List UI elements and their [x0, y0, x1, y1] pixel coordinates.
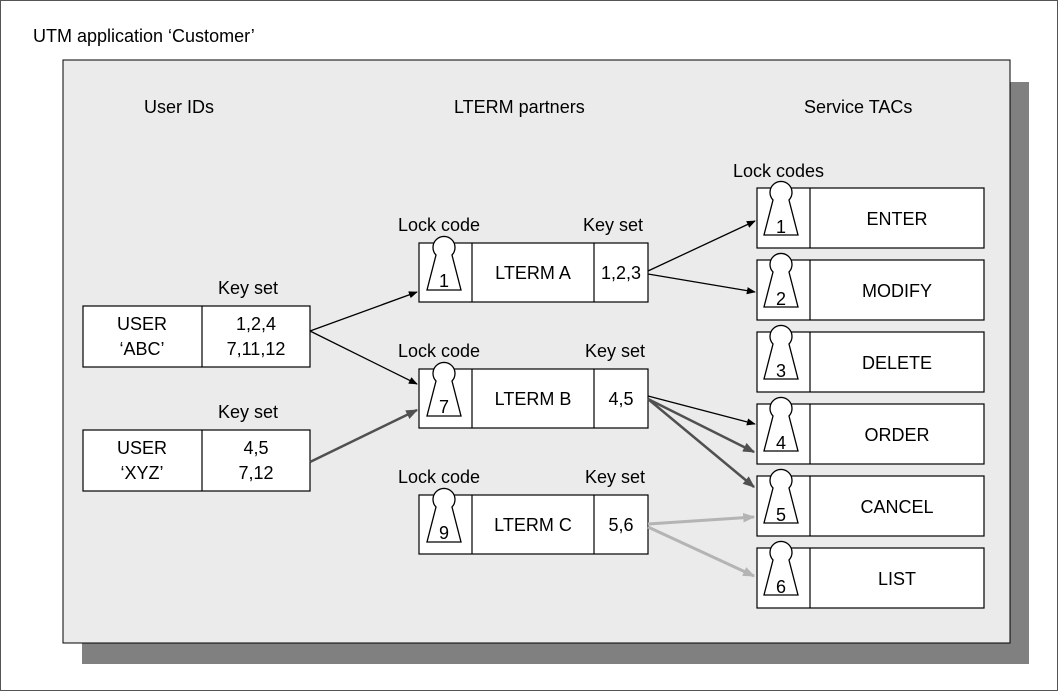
user-abc-name-line1: USER — [117, 314, 167, 334]
user-xyz-box — [82, 429, 311, 492]
tac-cancel-lock: 5 — [776, 505, 786, 525]
tac-delete-box — [756, 331, 985, 393]
user-xyz-keys-line1: 4,5 — [243, 438, 268, 458]
tac-list-name: LIST — [878, 569, 916, 589]
tac-list: 6 LIST — [756, 540, 985, 609]
tac-cancel-name: CANCEL — [860, 497, 933, 517]
tac-modify-box — [756, 259, 985, 321]
lterm-a-lock: 1 — [439, 271, 449, 291]
tac-delete: 3 DELETE — [756, 324, 985, 393]
user-abc-box — [82, 305, 311, 368]
tac-enter-name: ENTER — [866, 209, 927, 229]
lterm-b-lock: 7 — [439, 397, 449, 417]
tac-cancel: 5 CANCEL — [756, 468, 985, 537]
arrow-lterm-b-to-order-xyz — [647, 397, 756, 454]
tac-list-box — [756, 547, 985, 609]
user-xyz-name-line2: ‘XYZ’ — [120, 463, 163, 483]
tac-delete-lock: 3 — [776, 361, 786, 381]
arrow-lterm-c-to-cancel — [647, 512, 756, 526]
tac-enter-box — [756, 187, 985, 249]
tac-order-box — [756, 403, 985, 465]
user-abc-keys-line1: 1,2,4 — [236, 314, 276, 334]
lterm-c-keys: 5,6 — [608, 515, 633, 535]
user-xyz: Key set USER ‘XYZ’ 4,5 7,12 — [82, 402, 311, 492]
lterm-a-name: LTERM A — [495, 263, 571, 283]
tac-delete-name: DELETE — [862, 353, 932, 373]
tac-modify-lock: 2 — [776, 289, 786, 309]
tac-order-name: ORDER — [864, 425, 929, 445]
header-service-tacs: Service TACs — [804, 97, 912, 117]
lterm-a-lock-label: Lock code — [398, 215, 480, 235]
application-title: UTM application ‘Customer’ — [33, 26, 255, 46]
arrow-lterm-b-to-order — [647, 395, 756, 426]
lterm-c-name: LTERM C — [494, 515, 572, 535]
lterm-b-lock-label: Lock code — [398, 341, 480, 361]
user-xyz-name-line1: USER — [117, 438, 167, 458]
lterm-b-keyset-label: Key set — [585, 341, 645, 361]
tac-order-lock: 4 — [776, 433, 786, 453]
tac-cancel-box — [756, 475, 985, 537]
lterm-a-keys: 1,2,3 — [601, 263, 641, 283]
lterm-c: Lock code Key set 9 LTERM C 5,6 — [398, 467, 649, 555]
lterm-b-keys: 4,5 — [608, 389, 633, 409]
lterm-c-keyset-label: Key set — [585, 467, 645, 487]
tac-modify: 2 MODIFY — [756, 252, 985, 321]
arrows — [309, 220, 756, 578]
lterm-a: Lock code Key set 1 LTERM A 1,2,3 — [398, 215, 649, 303]
tac-order: 4 ORDER — [756, 396, 985, 465]
lterm-c-lock: 9 — [439, 523, 449, 543]
user-abc-keyset-label: Key set — [218, 278, 278, 298]
arrow-lterm-c-to-list — [647, 525, 756, 578]
header-user-ids: User IDs — [144, 97, 214, 117]
lterm-c-lock-label: Lock code — [398, 467, 480, 487]
tac-list-lock: 6 — [776, 577, 786, 597]
arrow-xyz-to-lterm-b — [309, 408, 419, 464]
arrow-abc-to-lterm-b — [309, 330, 418, 385]
tac-enter-lock: 1 — [776, 217, 786, 237]
user-xyz-keyset-label: Key set — [218, 402, 278, 422]
header-lock-codes: Lock codes — [733, 161, 824, 181]
user-abc-name-line2: ‘ABC’ — [119, 339, 164, 359]
lterm-b-name: LTERM B — [495, 389, 572, 409]
header-lterm-partners: LTERM partners — [454, 97, 585, 117]
user-abc-keys-line2: 7,11,12 — [227, 339, 286, 359]
arrow-lterm-a-to-enter — [647, 220, 756, 272]
user-abc: Key set USER ‘ABC’ 1,2,4 7,11,12 — [82, 278, 311, 368]
arrow-abc-to-lterm-a — [309, 291, 418, 332]
arrow-lterm-b-to-cancel — [647, 398, 755, 488]
tac-enter: 1 ENTER — [756, 180, 985, 249]
lterm-a-keyset-label: Key set — [583, 215, 643, 235]
arrow-lterm-a-to-modify — [647, 273, 756, 295]
lterm-b: Lock code Key set 7 LTERM B 4,5 — [398, 341, 649, 429]
tac-modify-name: MODIFY — [862, 281, 932, 301]
user-xyz-keys-line2: 7,12 — [238, 463, 273, 483]
